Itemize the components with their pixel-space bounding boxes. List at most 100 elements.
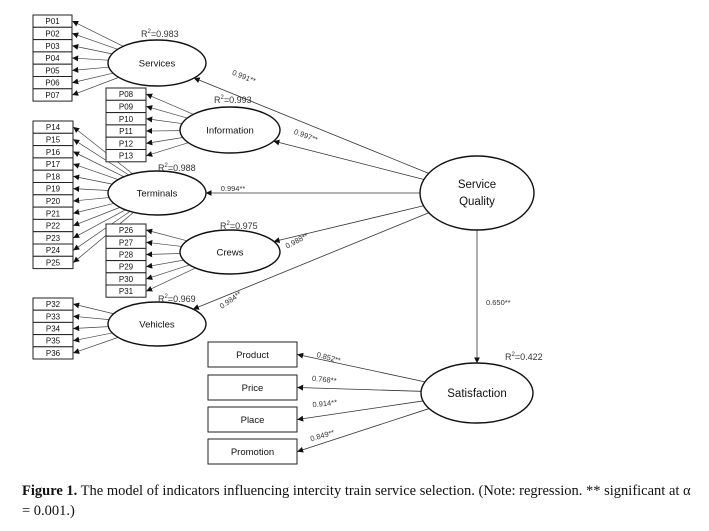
indicator-label-p06: P06	[45, 79, 60, 88]
factor-label-crews: Crews	[217, 248, 244, 259]
indicator-arrow-p07	[72, 77, 119, 96]
indicator-box-p13	[105, 149, 147, 163]
indicator-label-p20: P20	[46, 197, 61, 206]
coef-label-promotion: 0.849**	[309, 428, 335, 443]
coef-label-satisfaction: 0.650**	[486, 298, 511, 307]
path-arrow-crews	[273, 205, 424, 244]
mix-box-place	[207, 406, 298, 433]
indicator-label-p03: P03	[45, 42, 60, 51]
indicator-label-p26: P26	[119, 226, 134, 235]
indicator-box-p36	[32, 346, 74, 360]
factor-label-services: Services	[139, 59, 176, 70]
indicator-arrow-p31	[146, 267, 196, 292]
indicator-label-p01: P01	[45, 17, 60, 26]
indicator-arrow-p34	[73, 325, 109, 332]
indicator-label-p28: P28	[119, 251, 134, 260]
r2-label-crews: R2=0.975	[220, 221, 258, 231]
indicator-arrow-p04	[72, 55, 109, 62]
indicator-label-p23: P23	[46, 234, 61, 243]
mix-arrow-promotion	[297, 408, 430, 453]
r2-label-satisfaction: R2=0.422	[505, 352, 543, 362]
factor-ellipse-services	[107, 39, 207, 87]
caption-label: Figure 1.	[22, 483, 78, 499]
satisfaction-ellipse	[420, 362, 534, 424]
indicator-arrow-p14	[73, 126, 133, 175]
indicator-label-p21: P21	[46, 209, 61, 218]
indicator-arrow-p08	[146, 93, 194, 115]
indicator-arrow-p18	[73, 174, 113, 185]
indicator-arrow-p10	[146, 116, 183, 124]
indicator-label-p24: P24	[46, 246, 61, 255]
indicator-arrow-p15	[73, 139, 129, 176]
mix-arrow-price	[297, 384, 422, 392]
indicator-arrow-p33	[73, 313, 110, 320]
indicator-label-p34: P34	[46, 325, 61, 334]
indicator-label-p30: P30	[119, 275, 134, 284]
indicator-arrow-p02	[72, 32, 118, 50]
indicator-label-p27: P27	[119, 238, 134, 247]
mix-box-price	[207, 374, 298, 401]
service-quality-label-line1: Service	[458, 179, 496, 191]
indicator-arrow-p21	[73, 203, 114, 215]
factor-label-terminals: Terminals	[137, 189, 178, 200]
indicator-arrow-p35	[73, 332, 113, 343]
mix-label-promotion: Promotion	[231, 447, 274, 458]
factor-ellipse-information	[179, 106, 281, 154]
indicator-arrow-p32	[73, 302, 114, 315]
indicator-label-p22: P22	[46, 222, 61, 231]
indicator-arrow-p17	[73, 163, 119, 180]
indicator-arrow-p22	[73, 207, 121, 227]
indicator-arrow-p20	[73, 197, 110, 204]
indicator-arrow-p24	[73, 211, 131, 251]
indicator-label-p25: P25	[46, 258, 61, 267]
figure-caption: Figure 1. The model of indicators influe…	[22, 481, 694, 521]
indicator-label-p10: P10	[119, 115, 134, 124]
indicator-label-p35: P35	[46, 337, 61, 346]
indicator-box-p07	[32, 88, 73, 102]
coef-label-vehicles: 0.984**	[218, 289, 243, 311]
coef-label-crews: 0.988**	[284, 231, 310, 251]
coef-label-price: 0.768**	[312, 374, 337, 386]
indicator-label-p14: P14	[46, 123, 61, 132]
coef-label-services: 0.991**	[231, 68, 257, 86]
indicator-arrow-p19	[73, 185, 109, 192]
indicator-label-p07: P07	[45, 91, 60, 100]
factor-ellipse-vehicles	[107, 301, 207, 347]
indicator-label-p17: P17	[46, 160, 61, 169]
indicator-box-p31	[105, 284, 147, 298]
indicator-label-p11: P11	[119, 127, 133, 136]
indicator-label-p12: P12	[119, 139, 134, 148]
indicator-arrow-p30	[146, 264, 190, 280]
r2-label-information: R2=0.993	[214, 95, 252, 105]
coef-label-product: 0.852**	[316, 350, 342, 365]
r2-label-terminals: R2=0.988	[158, 163, 196, 173]
factor-ellipse-crews	[179, 229, 281, 275]
mix-box-promotion	[207, 438, 298, 465]
indicator-arrow-p05	[72, 66, 109, 73]
coef-label-place: 0.914**	[312, 398, 337, 410]
mix-arrow-product	[297, 352, 426, 383]
path-arrow-information	[273, 139, 425, 180]
indicator-label-p19: P19	[46, 185, 61, 194]
indicator-arrow-p28	[146, 251, 181, 258]
coef-label-information: 0.997**	[293, 127, 319, 144]
indicator-arrow-p06	[72, 72, 114, 85]
indicator-arrow-p29	[146, 259, 184, 269]
factor-label-vehicles: Vehicles	[139, 320, 175, 331]
indicator-arrow-p09	[146, 105, 188, 119]
indicator-arrow-p16	[73, 151, 125, 178]
indicator-arrow-p27	[146, 239, 182, 247]
r2-label-vehicles: R2=0.969	[158, 294, 196, 304]
mix-label-price: Price	[242, 383, 264, 394]
indicator-arrow-p36	[73, 337, 119, 354]
indicator-box-p25	[32, 255, 74, 270]
indicator-arrow-p23	[73, 209, 126, 239]
path-arrow-vehicles	[192, 212, 429, 310]
indicator-label-p36: P36	[46, 349, 61, 358]
mix-label-place: Place	[241, 415, 265, 426]
indicator-label-p04: P04	[45, 54, 60, 63]
indicator-label-p09: P09	[119, 102, 134, 111]
indicator-arrow-p26	[146, 228, 188, 242]
path-arrow-services	[193, 77, 429, 174]
indicator-label-p31: P31	[119, 287, 134, 296]
